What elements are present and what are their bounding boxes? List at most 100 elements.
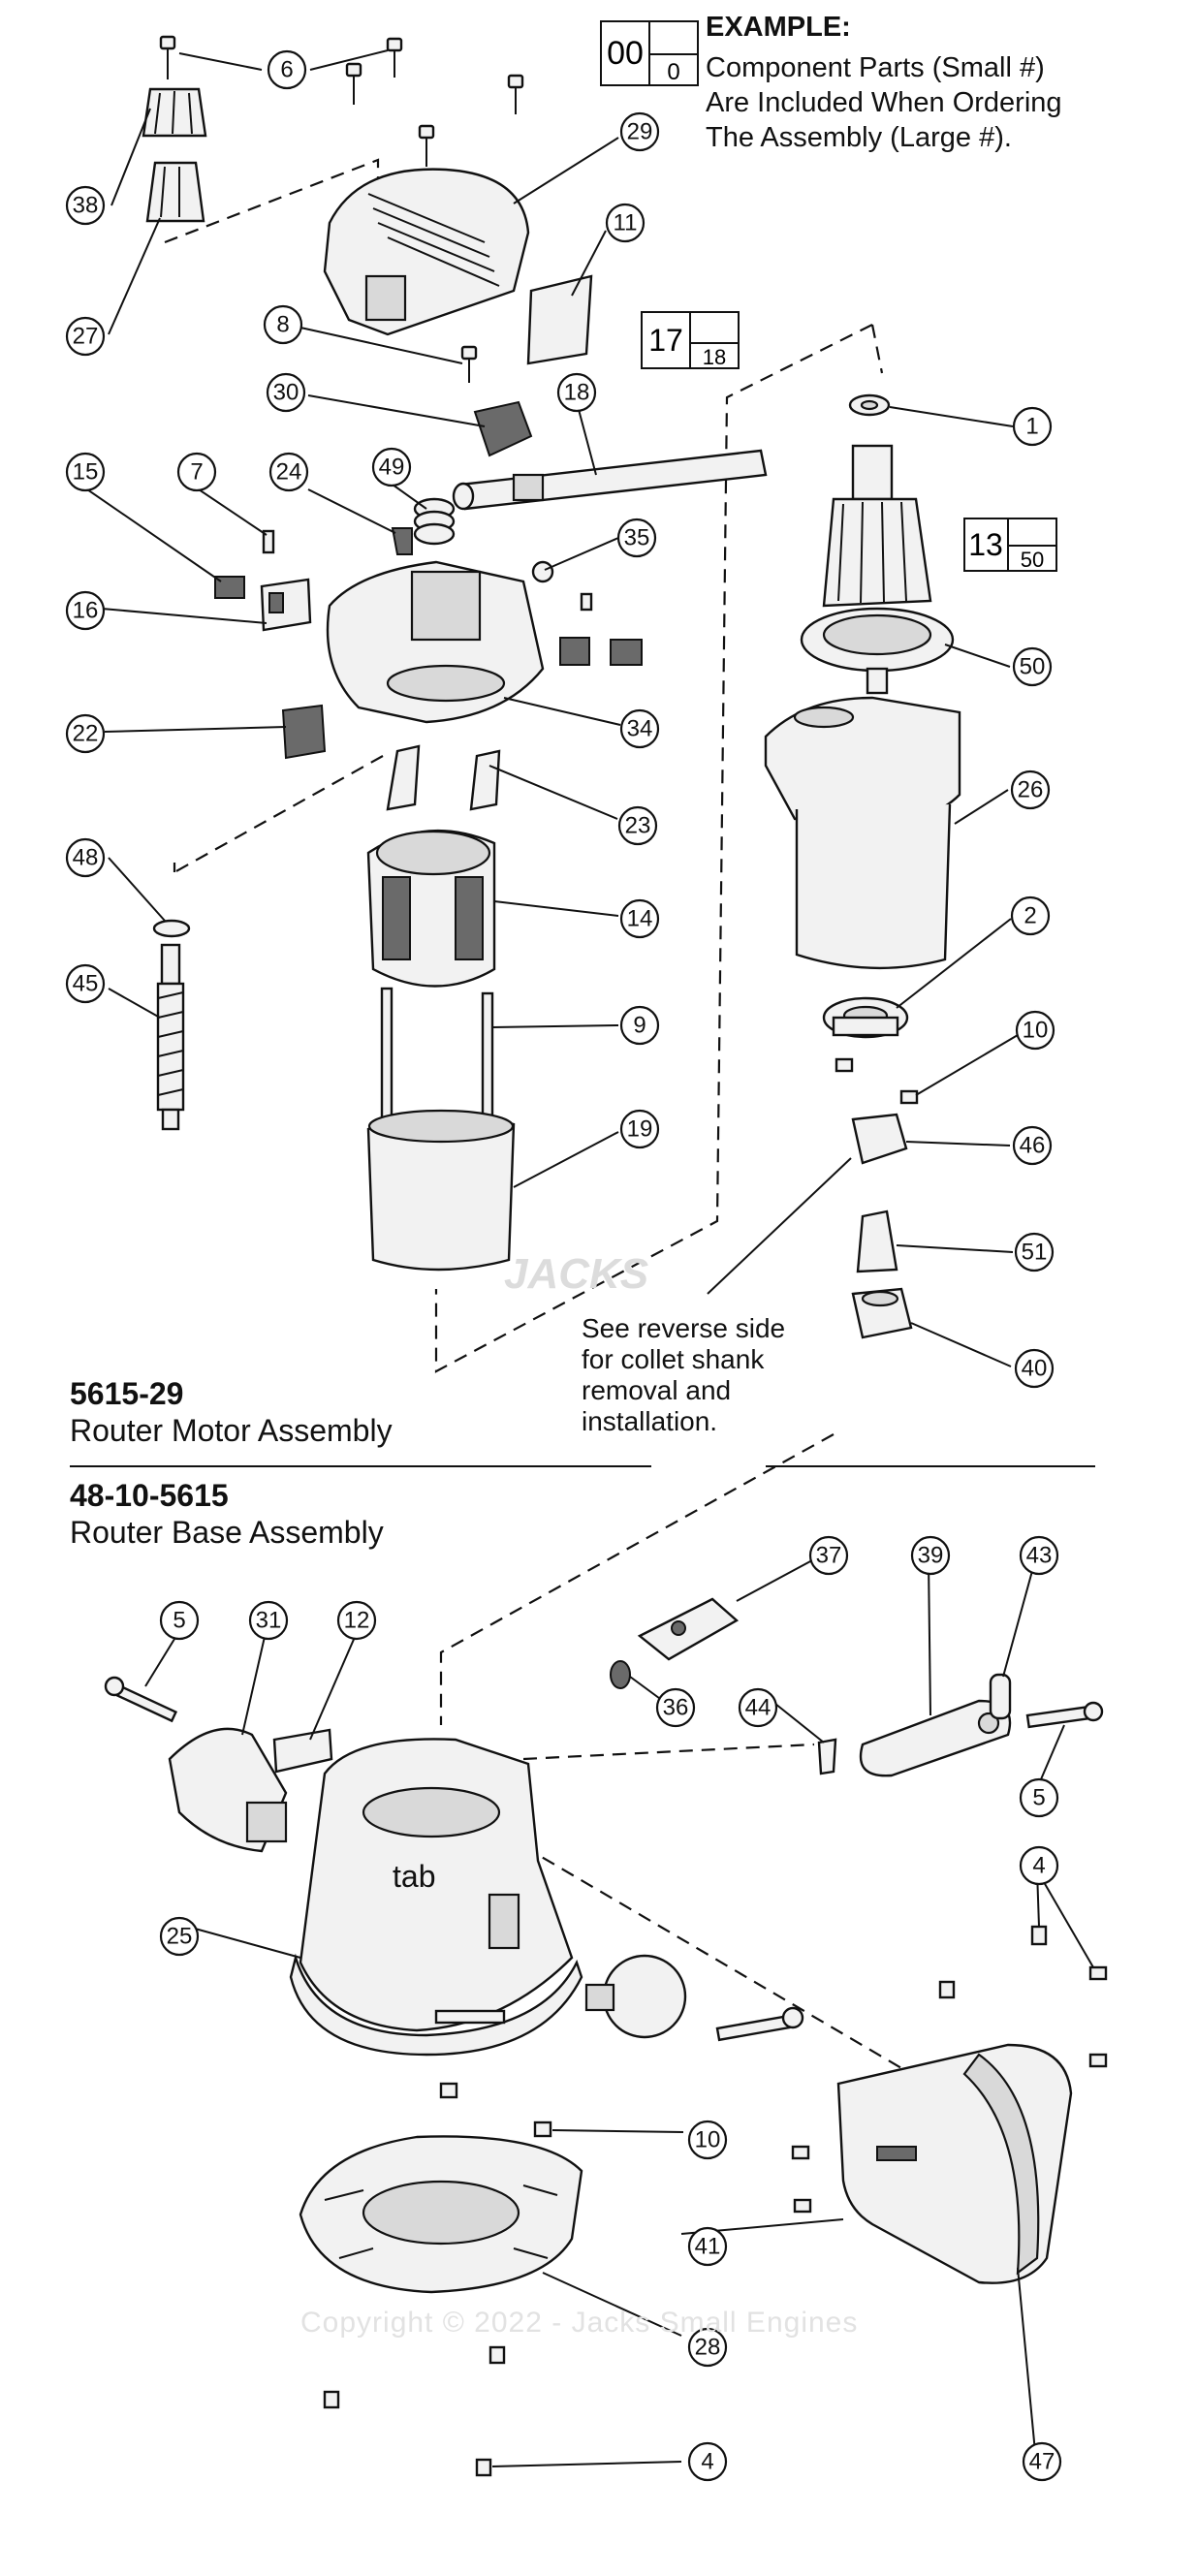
clips-23-parts — [386, 744, 501, 811]
callout-24: 24 — [268, 452, 309, 492]
example-line-2: Are Included When Ordering — [706, 87, 1062, 118]
svg-text:23: 23 — [625, 813, 651, 839]
callout-40: 40 — [1014, 1348, 1055, 1389]
callout-8: 8 — [263, 304, 303, 345]
handle-41-47-part — [836, 2043, 1073, 2284]
callout-35: 35 — [616, 518, 657, 558]
callout-29: 29 — [619, 111, 660, 152]
svg-text:4: 4 — [1032, 1853, 1045, 1879]
brush-housing-34-part — [326, 560, 643, 724]
svg-text:38: 38 — [73, 193, 99, 219]
spring-36-part — [610, 1660, 631, 1689]
oring-48-part — [152, 919, 191, 938]
base-assembly-name: Router Base Assembly — [70, 1515, 384, 1550]
callout-22: 22 — [65, 713, 106, 754]
note-line-2: for collet shank — [582, 1344, 765, 1374]
svg-text:39: 39 — [918, 1543, 944, 1569]
svg-text:10: 10 — [1023, 1018, 1049, 1044]
note-line-3: removal and — [582, 1375, 732, 1405]
screw-base-part — [715, 2006, 804, 2042]
svg-text:10: 10 — [695, 2127, 721, 2153]
callout-11: 11 — [605, 203, 646, 243]
lever-39-part — [859, 1699, 1012, 1777]
field-coil-14-part — [366, 829, 496, 988]
spindle-lock-45-part — [156, 943, 185, 1131]
callout-46: 46 — [1012, 1125, 1053, 1166]
shaft-18-part — [452, 449, 768, 511]
svg-text:6: 6 — [280, 57, 293, 83]
svg-text:27: 27 — [73, 324, 99, 350]
callout-39: 39 — [910, 1535, 951, 1576]
svg-text:24: 24 — [276, 459, 302, 486]
svg-text:44: 44 — [745, 1695, 772, 1721]
callout-2: 2 — [1010, 895, 1051, 936]
callout-37: 37 — [808, 1535, 849, 1576]
screws-4-lower-parts — [323, 2145, 812, 2477]
svg-text:49: 49 — [379, 455, 405, 481]
callout-10-lower: 10 — [687, 2120, 728, 2160]
base-25-part — [289, 1738, 583, 2057]
svg-text:29: 29 — [627, 119, 653, 145]
svg-text:15: 15 — [73, 459, 99, 486]
example-box-small: 0 — [667, 59, 679, 85]
assembly-box-13-50: 13 50 — [963, 518, 1057, 572]
svg-text:9: 9 — [633, 1013, 646, 1039]
motor-housing-26-part — [764, 696, 961, 970]
callout-4-right: 4 — [1019, 1845, 1059, 1886]
callout-47: 47 — [1022, 2441, 1062, 2482]
svg-text:26: 26 — [1018, 777, 1044, 803]
callout-15: 15 — [65, 452, 106, 492]
svg-text:12: 12 — [344, 1608, 370, 1634]
svg-text:31: 31 — [256, 1608, 282, 1634]
screw-5-left-part — [104, 1676, 178, 1723]
assembly-box-large-17: 17 — [648, 323, 683, 358]
svg-text:2: 2 — [1024, 903, 1036, 929]
clip-24-spring-49-parts — [391, 497, 456, 555]
svg-text:36: 36 — [663, 1695, 689, 1721]
svg-text:25: 25 — [167, 1924, 193, 1950]
callout-16: 16 — [65, 590, 106, 631]
callout-36: 36 — [655, 1687, 696, 1728]
pin-43-part — [989, 1673, 1012, 1720]
switch-22-part — [281, 704, 327, 760]
svg-text:47: 47 — [1029, 2449, 1055, 2475]
svg-text:14: 14 — [627, 906, 653, 932]
svg-text:34: 34 — [627, 716, 653, 742]
note-line-1: See reverse side — [582, 1313, 786, 1343]
svg-text:4: 4 — [701, 2449, 713, 2475]
svg-text:45: 45 — [73, 971, 99, 997]
svg-text:7: 7 — [190, 459, 203, 486]
brush-parts-15-16 — [214, 576, 312, 632]
callout-41: 41 — [687, 2226, 728, 2267]
svg-text:8: 8 — [276, 312, 289, 338]
screw-8-part — [460, 345, 478, 383]
bearing-2-part — [822, 996, 909, 1039]
callout-50: 50 — [1012, 646, 1053, 687]
svg-text:37: 37 — [816, 1543, 842, 1569]
tab-label: tab — [393, 1859, 436, 1894]
clip-44-part — [817, 1738, 837, 1775]
example-key-box: 00 0 — [600, 20, 699, 86]
callout-23: 23 — [617, 805, 658, 846]
callout-28: 28 — [687, 2327, 728, 2368]
screw-7-part — [262, 529, 275, 554]
callout-38: 38 — [65, 185, 106, 226]
svg-text:48: 48 — [73, 845, 99, 871]
end-cap-19-part — [366, 1109, 516, 1272]
label-11-part — [526, 274, 593, 365]
sub-base-28-part — [299, 2135, 583, 2294]
callout-5-left: 5 — [159, 1600, 200, 1641]
svg-text:51: 51 — [1022, 1240, 1048, 1266]
svg-text:5: 5 — [1032, 1785, 1045, 1811]
svg-text:50: 50 — [1020, 654, 1046, 680]
svg-text:41: 41 — [695, 2234, 721, 2260]
screws-10-upper-parts — [835, 1057, 919, 1105]
callout-25: 25 — [159, 1916, 200, 1957]
callout-12: 12 — [336, 1600, 377, 1641]
knob-left-part — [584, 1954, 687, 2039]
callout-30: 30 — [266, 372, 306, 413]
svg-text:1: 1 — [1025, 414, 1038, 440]
motor-assembly-number: 5615-29 — [70, 1376, 184, 1411]
label-12-part — [272, 1728, 333, 1774]
